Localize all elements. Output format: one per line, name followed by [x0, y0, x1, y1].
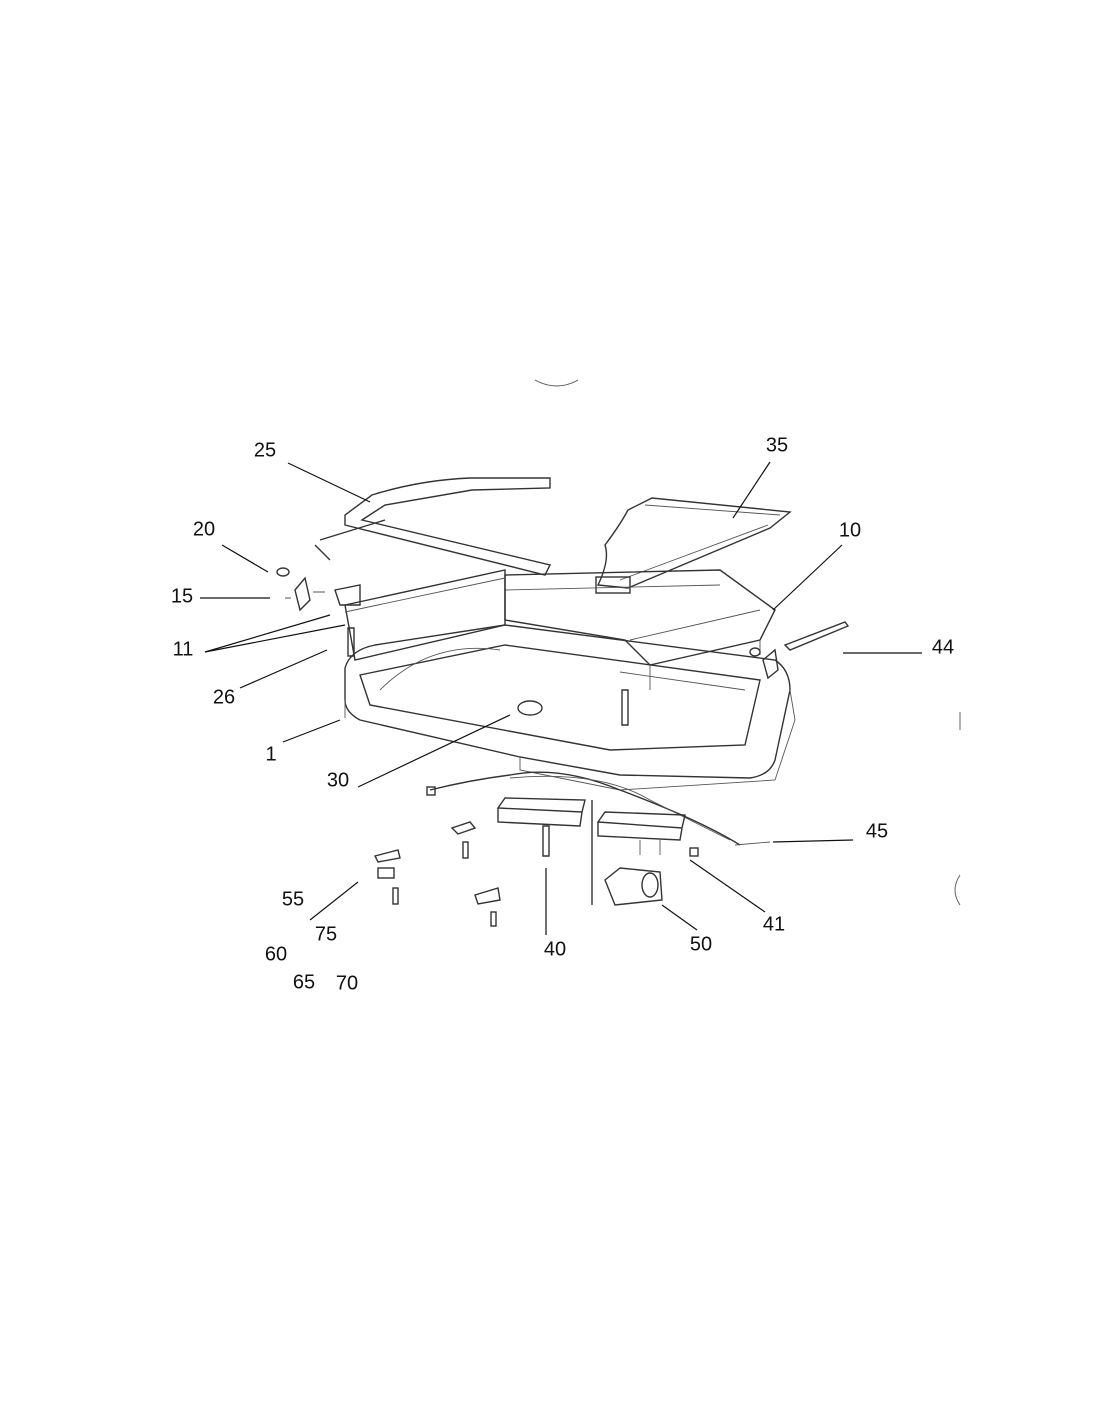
- part-10-inner-frame: [504, 569, 776, 690]
- part-1-base-tray: [344, 624, 796, 791]
- fasteners: [373, 821, 501, 927]
- callout-75: 75: [314, 923, 338, 946]
- callout-1: 1: [265, 743, 277, 766]
- part-40-heater-block: [496, 797, 586, 857]
- callout-26: 26: [212, 686, 236, 709]
- part-26-spring: [347, 627, 355, 657]
- callout-41: 41: [762, 913, 786, 936]
- callout-10: 10: [838, 519, 862, 542]
- callout-45: 45: [865, 820, 889, 843]
- part-50-pump: [604, 867, 663, 906]
- callout-20: 20: [192, 518, 216, 541]
- callout-25: 25: [253, 439, 277, 462]
- part-45-cable: [426, 771, 771, 857]
- edge-marks: [954, 712, 961, 906]
- part-41-heater-block: [596, 811, 686, 855]
- part-44-hinge-right: [749, 621, 850, 680]
- callout-30: 30: [326, 769, 350, 792]
- callout-40: 40: [543, 938, 567, 961]
- callout-35: 35: [765, 434, 789, 457]
- callout-11: 11: [172, 638, 194, 661]
- callout-44: 44: [931, 636, 955, 659]
- part-20-15-hinge-left: [276, 567, 325, 612]
- callout-50: 50: [689, 933, 713, 956]
- part-35-glass-panel: [595, 497, 792, 594]
- leader-lines: [200, 461, 922, 935]
- callout-70: 70: [335, 972, 359, 995]
- arc-mark: [534, 379, 579, 387]
- callout-65: 65: [292, 971, 316, 994]
- callout-15: 15: [170, 585, 194, 608]
- part-25-gasket: [344, 477, 552, 576]
- callout-55: 55: [281, 888, 305, 911]
- callout-60: 60: [264, 943, 288, 966]
